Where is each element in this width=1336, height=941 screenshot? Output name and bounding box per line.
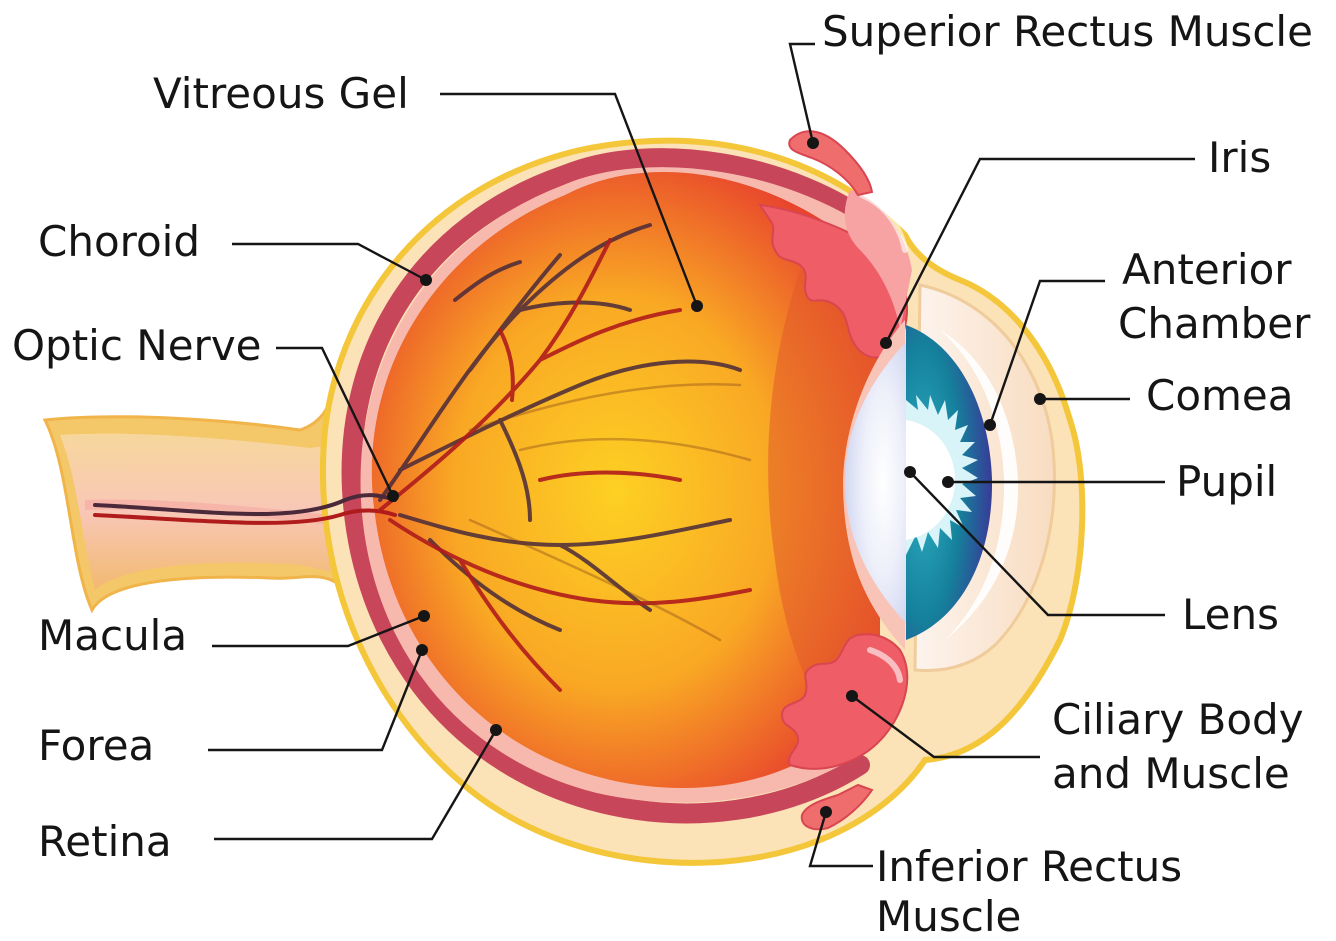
leader-superior-rectus: [790, 44, 815, 143]
label-ciliary-2: and Muscle: [1052, 750, 1290, 798]
label-macula: Macula: [38, 612, 187, 660]
label-inferior-rectus-2: Muscle: [876, 893, 1021, 941]
label-superior-rectus: Superior Rectus Muscle: [822, 8, 1313, 56]
dot-inferior-rectus: [820, 806, 832, 818]
dot-vitreous-gel: [691, 300, 703, 312]
dot-macula: [418, 610, 430, 622]
dot-iris: [880, 337, 892, 349]
label-inferior-rectus-1: Inferior Rectus: [876, 843, 1182, 891]
label-cornea: Comea: [1146, 372, 1294, 420]
dot-optic-nerve: [387, 490, 399, 502]
label-anterior-chamber-1: Anterior: [1122, 246, 1292, 294]
dot-retina: [490, 724, 502, 736]
dot-choroid: [420, 274, 432, 286]
label-iris: Iris: [1208, 134, 1271, 182]
dot-superior-rectus: [807, 137, 819, 149]
label-retina: Retina: [38, 818, 172, 866]
label-forea: Forea: [38, 722, 154, 770]
label-vitreous-gel: Vitreous Gel: [153, 70, 409, 118]
dot-pupil: [942, 476, 954, 488]
dot-cornea: [1034, 393, 1046, 405]
label-optic-nerve: Optic Nerve: [12, 322, 262, 370]
label-choroid: Choroid: [38, 218, 200, 266]
label-lens: Lens: [1182, 591, 1279, 639]
dot-lens: [904, 466, 916, 478]
dot-forea: [416, 644, 428, 656]
label-pupil: Pupil: [1176, 458, 1277, 506]
dot-ciliary: [846, 690, 858, 702]
label-ciliary-1: Ciliary Body: [1052, 696, 1304, 744]
label-anterior-chamber-2: Chamber: [1118, 300, 1310, 348]
dot-anterior-chamber: [984, 419, 996, 431]
